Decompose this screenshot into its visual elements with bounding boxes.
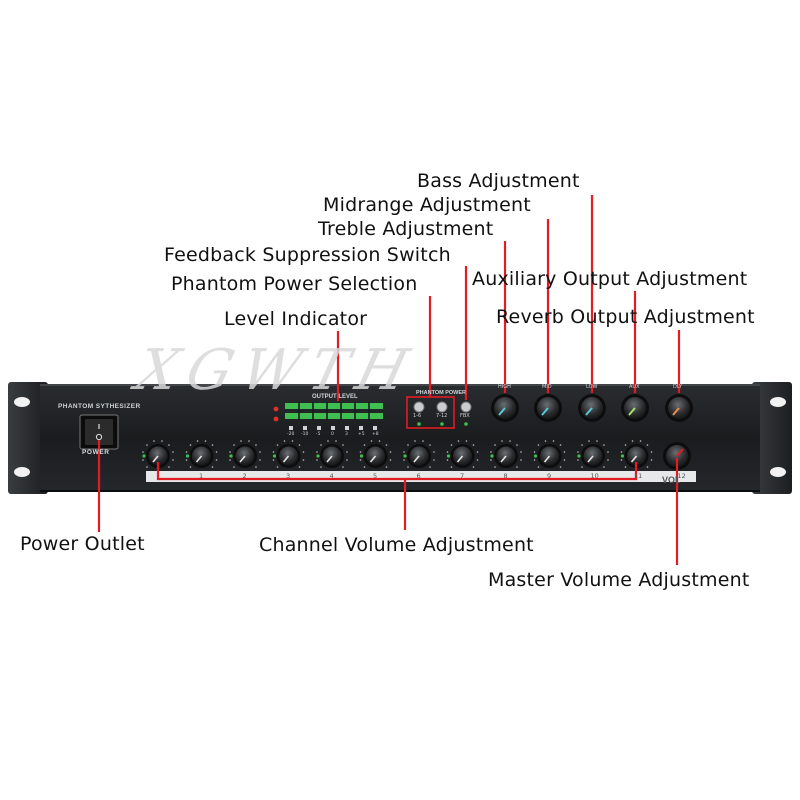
channel-led [272, 454, 277, 458]
channel-led [490, 454, 494, 458]
channel-knob[interactable] [620, 440, 653, 468]
callout-auxiliary: Auxiliary Output Adjustment [472, 268, 748, 290]
meter-scale-label: -20 [287, 432, 295, 437]
channel-led [620, 454, 625, 458]
power-label: POWER [82, 449, 110, 456]
channel-number-label: 8 [503, 472, 508, 480]
tone-knob-high[interactable] [491, 394, 519, 422]
meter-scale-label: -10 [301, 432, 309, 437]
channel-led [577, 454, 581, 458]
channel-number-label: 1 [199, 472, 204, 480]
watermark-logo: XGWTH [129, 338, 425, 403]
channel-led [403, 454, 407, 458]
rack-hole [14, 397, 30, 407]
channel-volume-knobs[interactable] [142, 440, 653, 468]
channel-number-label: 11 [634, 472, 643, 480]
rack-hole [770, 397, 786, 407]
feedback-button-label: FBX [460, 413, 470, 419]
tone-label-low: LOW [586, 384, 598, 390]
channel-led [316, 454, 320, 458]
channel-number-label: 6 [416, 472, 421, 480]
phantom-power-label: PHANTOM POWER [416, 390, 467, 396]
feedback-led [464, 422, 468, 426]
callout-feedback: Feedback Suppression Switch [164, 244, 451, 266]
feedback-button[interactable] [460, 401, 472, 413]
tone-label-mid: MID [542, 384, 552, 390]
meter-scale-label: 3 [345, 432, 348, 437]
channel-knob[interactable] [272, 440, 305, 468]
channel-led [359, 454, 364, 458]
phantom-button-label: 7-12 [436, 413, 448, 419]
rack-ear-left [8, 382, 48, 494]
channel-led [185, 454, 190, 458]
channel-knob[interactable] [490, 440, 522, 468]
channel-number-label: 12 [677, 472, 686, 480]
callout-phantom-selection: Phantom Power Selection [171, 273, 418, 295]
phantom-button-7-12[interactable] [436, 401, 448, 413]
output-level-label: OUTPUT LEVEL [312, 394, 358, 400]
callout-reverb: Reverb Output Adjustment [496, 306, 755, 328]
channel-number-strip [146, 471, 696, 482]
callout-level-indicator: Level Indicator [224, 308, 368, 330]
phantom-led [417, 422, 421, 426]
channel-knob[interactable] [316, 440, 348, 468]
tone-label-high: HIGH [498, 384, 511, 390]
channel-led [446, 454, 451, 458]
channel-knob[interactable] [533, 440, 566, 468]
channel-number-label: 3 [286, 472, 291, 480]
callout-lines [97, 195, 681, 565]
channel-number-label: 9 [547, 472, 552, 480]
callout-power-outlet: Power Outlet [20, 533, 145, 555]
tone-knob-mid[interactable] [534, 394, 562, 422]
clip-led [273, 406, 279, 412]
meter-scale-label: -5 [316, 432, 321, 437]
tone-knob-low[interactable] [578, 394, 606, 422]
callout-midrange: Midrange Adjustment [323, 194, 531, 216]
channel-knob[interactable] [185, 440, 218, 468]
meter-scale-label: 0 [331, 432, 334, 437]
channel-number-label: 5 [373, 472, 378, 480]
channel-number-label: 2 [242, 472, 247, 480]
channel-number-label: 4 [329, 472, 334, 480]
master-volume-knob[interactable] [663, 442, 691, 470]
channel-knob[interactable] [142, 440, 174, 468]
meter-scale-label: +5 [358, 432, 365, 437]
channel-led [229, 454, 233, 458]
clip-led [273, 416, 279, 422]
channel-knob[interactable] [577, 440, 609, 468]
rack-hole [770, 467, 786, 477]
tone-knob-aux[interactable] [621, 394, 649, 422]
power-switch[interactable] [85, 419, 113, 445]
callout-master-volume: Master Volume Adjustment [488, 569, 750, 591]
phantom-button-label: 1-6 [413, 413, 422, 419]
output-level-meter [285, 402, 383, 420]
callout-channel-volume: Channel Volume Adjustment [259, 534, 534, 556]
channel-led [533, 454, 538, 458]
channel-led [142, 454, 146, 458]
callout-bass: Bass Adjustment [417, 170, 580, 192]
channel-number-label: 10 [590, 472, 599, 480]
channel-knob[interactable] [229, 440, 261, 468]
tone-label-aux: AUX [629, 384, 640, 390]
master-vol-label: VOL [662, 475, 681, 485]
panel-model-label: PHANTOM SYTHESIZER [58, 403, 141, 410]
meter-markers [289, 426, 377, 430]
rack-ear-right [752, 382, 792, 494]
channel-knob[interactable] [403, 440, 435, 468]
channel-knob[interactable] [359, 440, 392, 468]
rack-hole [14, 467, 30, 477]
phantom-led [440, 422, 444, 426]
tone-label-dly: DLY [673, 384, 683, 390]
channel-knob[interactable] [446, 440, 479, 468]
tone-knob-dly[interactable] [665, 394, 693, 422]
phantom-button-1-6[interactable] [413, 401, 425, 413]
meter-scale-label: +8 [372, 432, 379, 437]
channel-number-label: 7 [460, 472, 465, 480]
callout-treble: Treble Adjustment [318, 218, 494, 240]
